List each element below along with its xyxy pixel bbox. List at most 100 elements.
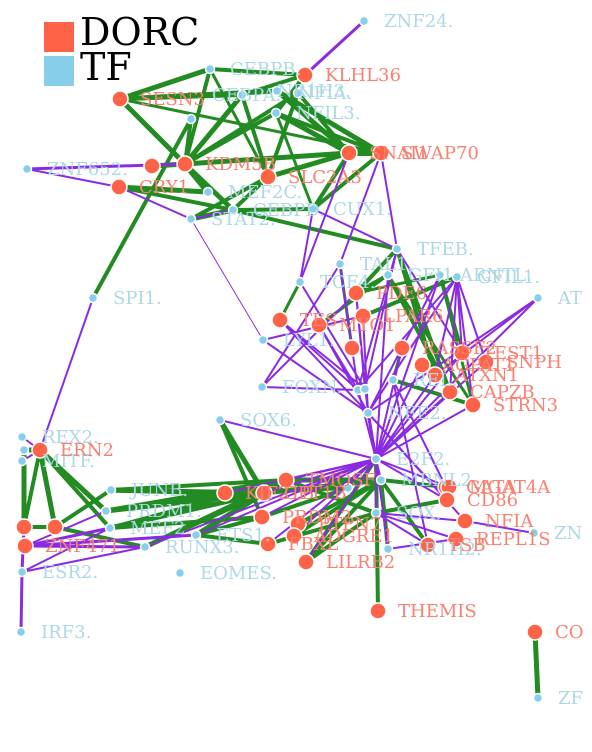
edge-purple	[392, 379, 447, 488]
node-nfil3	[270, 107, 282, 119]
label-mgat4a: MGAT4A	[469, 477, 551, 498]
edge-purple	[190, 218, 264, 341]
node-tmosf	[277, 471, 295, 489]
node-tal1	[334, 258, 346, 270]
label-mef2: MEF2.	[130, 518, 191, 539]
label-capzb: CAPZB	[470, 382, 535, 403]
edge-purple	[434, 297, 539, 376]
node-arntl	[434, 269, 446, 281]
label-znf652: ZNF652.	[47, 159, 128, 180]
label-tfeb: TFEB.	[417, 239, 474, 260]
edge-green	[311, 151, 383, 211]
edge-green	[22, 448, 42, 529]
label-adgre1: ADGRE1	[313, 526, 394, 547]
edge-green	[391, 378, 475, 407]
edge-purple	[19, 570, 24, 634]
edge-purple	[375, 274, 389, 460]
node-esr2	[16, 566, 28, 578]
dorc-node	[343, 339, 361, 357]
node-foxn	[256, 381, 268, 393]
label-strn3: STRN3	[493, 395, 558, 416]
node-zf	[532, 692, 544, 704]
edge-purple	[375, 391, 451, 460]
label-esr2: ESR2.	[42, 562, 98, 583]
label-cux1: CUX1.	[333, 199, 392, 220]
node-snai1	[340, 144, 358, 162]
node-stat2	[185, 213, 197, 225]
node-capzb	[441, 383, 459, 401]
edge-purple	[375, 512, 466, 522]
edge-purple	[375, 458, 448, 501]
label-arntl: ARNTL.	[459, 265, 532, 286]
edge-green	[118, 93, 244, 101]
tf-node	[185, 113, 197, 125]
node-spi1	[87, 292, 99, 304]
edge-purple	[449, 276, 458, 393]
node-klhl36	[296, 66, 314, 84]
edge-purple	[339, 152, 382, 265]
label-nfe2: NFE2.	[388, 403, 447, 424]
label-sox6: SOX6.	[240, 410, 297, 431]
edge-green	[91, 117, 193, 300]
edge-purple	[24, 510, 107, 547]
node-kdm5b	[176, 155, 194, 173]
edge-purple	[261, 263, 341, 388]
label-atxn1: ATXN1	[454, 365, 519, 386]
node-rel	[387, 374, 399, 386]
edge-purple	[380, 152, 398, 250]
node-tcf4	[294, 276, 306, 288]
label-klhl36: KLHL36	[325, 65, 401, 86]
edge-green	[109, 478, 288, 492]
node-sox	[370, 507, 382, 519]
node-mef2	[104, 522, 116, 534]
edge-green	[231, 207, 315, 212]
node-nfe2	[362, 407, 374, 419]
edge-purple	[456, 276, 474, 406]
edge-green	[231, 208, 399, 251]
node-tfeb	[391, 243, 403, 255]
label-e2f2: E2F2.	[396, 449, 450, 470]
edge-green	[304, 478, 383, 564]
label-nfia2: NFIA	[485, 511, 534, 532]
label-znf24: ZNF24.	[384, 11, 453, 32]
node-znf24	[358, 15, 370, 27]
edge-green	[189, 175, 270, 221]
edge-purple	[375, 404, 474, 460]
legend-swatch-dorc	[44, 22, 74, 52]
edge-purple	[23, 533, 198, 548]
edge-purple	[195, 458, 377, 536]
edge-purple	[375, 352, 463, 460]
edge-green	[361, 275, 459, 318]
edge-purple	[367, 276, 458, 414]
node-slc2a3	[259, 168, 277, 186]
edge-purple	[355, 292, 366, 390]
node-eomes	[174, 567, 186, 579]
edge-purple	[26, 168, 120, 188]
node-runx3	[139, 541, 151, 553]
node-ern2	[31, 441, 49, 459]
label-tsb: TSB	[448, 535, 486, 556]
node-co	[526, 623, 544, 641]
node-gfil1	[451, 271, 463, 283]
label-tcf4: TCF4.	[320, 272, 375, 293]
edge-green	[374, 498, 449, 515]
node-cry1	[110, 178, 128, 196]
dorc-node	[143, 157, 161, 175]
label-sesn3: SESN3	[140, 89, 205, 110]
edge-green	[274, 88, 352, 156]
edge-green	[311, 151, 351, 211]
edge-purple	[279, 319, 369, 414]
edge-purple	[190, 209, 234, 220]
edge-green	[354, 273, 442, 295]
node-mef2c	[202, 186, 214, 198]
edge-purple	[464, 520, 535, 534]
edge-purple	[396, 248, 463, 354]
node-mbnl2	[375, 474, 387, 486]
node-agpat1	[413, 356, 431, 374]
label-snai1: SNAI1	[369, 143, 429, 164]
edge-green	[194, 533, 270, 546]
node-znf471	[16, 537, 34, 555]
node-e2f2	[370, 453, 382, 465]
label-mbnl2: MBNL2.	[401, 470, 478, 491]
